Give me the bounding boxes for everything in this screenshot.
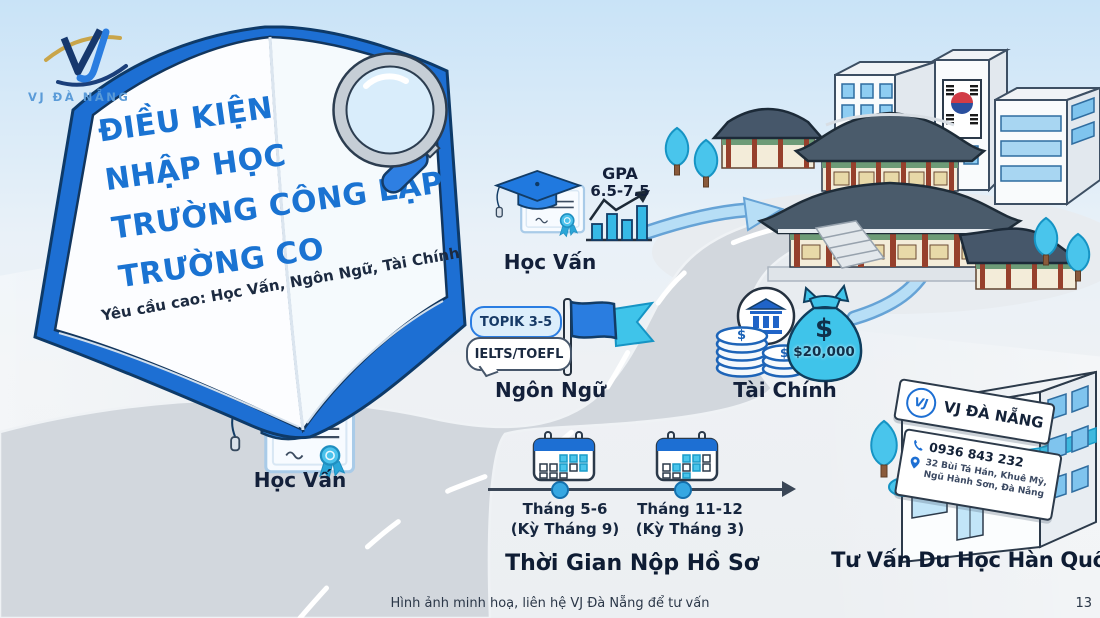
phone-icon [914,439,923,451]
timeline-heading: Thời Gian Nộp Hồ Sơ [505,551,759,576]
timeline-item-1-months: Tháng 5-6 [522,500,608,518]
vj-sign-logo-badge: VJ [903,385,939,421]
calendar-icon [655,431,719,482]
timeline-item-2-intake: (Kỳ Tháng 3) [635,519,745,538]
gpa-range: 6.5-7.5 [590,182,650,200]
hanok-building [711,107,1086,290]
office-sign-contact: 0936 843 232 32 Bùi Tá Hán, Khuê Mỹ, Ngũ… [893,428,1063,522]
language-flag-icon [563,298,655,376]
location-pin-icon [910,456,920,469]
coin-dollar-symbol: $ [780,346,789,360]
timeline-item-2: Tháng 11-12 (Kỳ Tháng 3) [630,500,750,539]
timeline-item-2-months: Tháng 11-12 [637,500,743,518]
road-center-dashes [297,221,798,618]
timeline-arrowhead [782,481,796,497]
office-caption: Tư Vấn Du Học Hàn Quốc [831,548,1100,572]
topik-bubble-text: TOPIK 3-5 [479,314,553,330]
gpa-label: GPA [602,164,638,183]
page-number: 13 [1075,596,1092,611]
timeline-item-1: Tháng 5-6 (Kỳ Tháng 9) [510,500,620,539]
moneybag-dollar: $ [814,314,834,344]
vj-logo: VJ ĐÀ NẴNG [28,26,158,104]
milestone-label-hocvan: Học Vấn [503,250,597,274]
office-sign-name-text: VJ ĐÀ NẴNG [942,397,1045,433]
topik-bubble: TOPIK 3-5 [470,306,562,338]
korean-flag-banner [942,79,982,139]
milestone-label-taichinh: Tài Chính [733,378,837,402]
arrow-to-school [640,196,785,240]
timeline-axis [488,488,784,491]
footer-note: Hình ảnh minh hoạ, liên hệ VJ Đà Nẵng để… [390,596,710,611]
vj-logo-text: VJ ĐÀ NẴNG [28,90,131,104]
modern-building-right [994,86,1100,206]
vj-sign-logo-text: VJ [913,394,930,411]
timeline-item-1-intake: (Kỳ Tháng 9) [510,519,620,538]
entrance-steps [814,220,886,269]
calendar-icon [532,431,596,482]
moneybag-amount: $20,000 [793,344,855,360]
ielts-bubble: IELTS/TOEFL [466,337,572,378]
milestone-label-hocvan-start: Học Vấn [253,468,347,492]
timeline-dot [674,481,692,499]
gpa-bar-chart-icon [586,190,652,242]
money-bag-icon [786,283,863,383]
vj-logo-mark [44,28,128,87]
ielts-bubble-text: IELTS/TOEFL [474,346,564,362]
timeline-dot [551,481,569,499]
coin-dollar-symbol: $ [737,328,747,343]
milestone-label-ngonngu: Ngôn Ngữ [495,378,607,402]
